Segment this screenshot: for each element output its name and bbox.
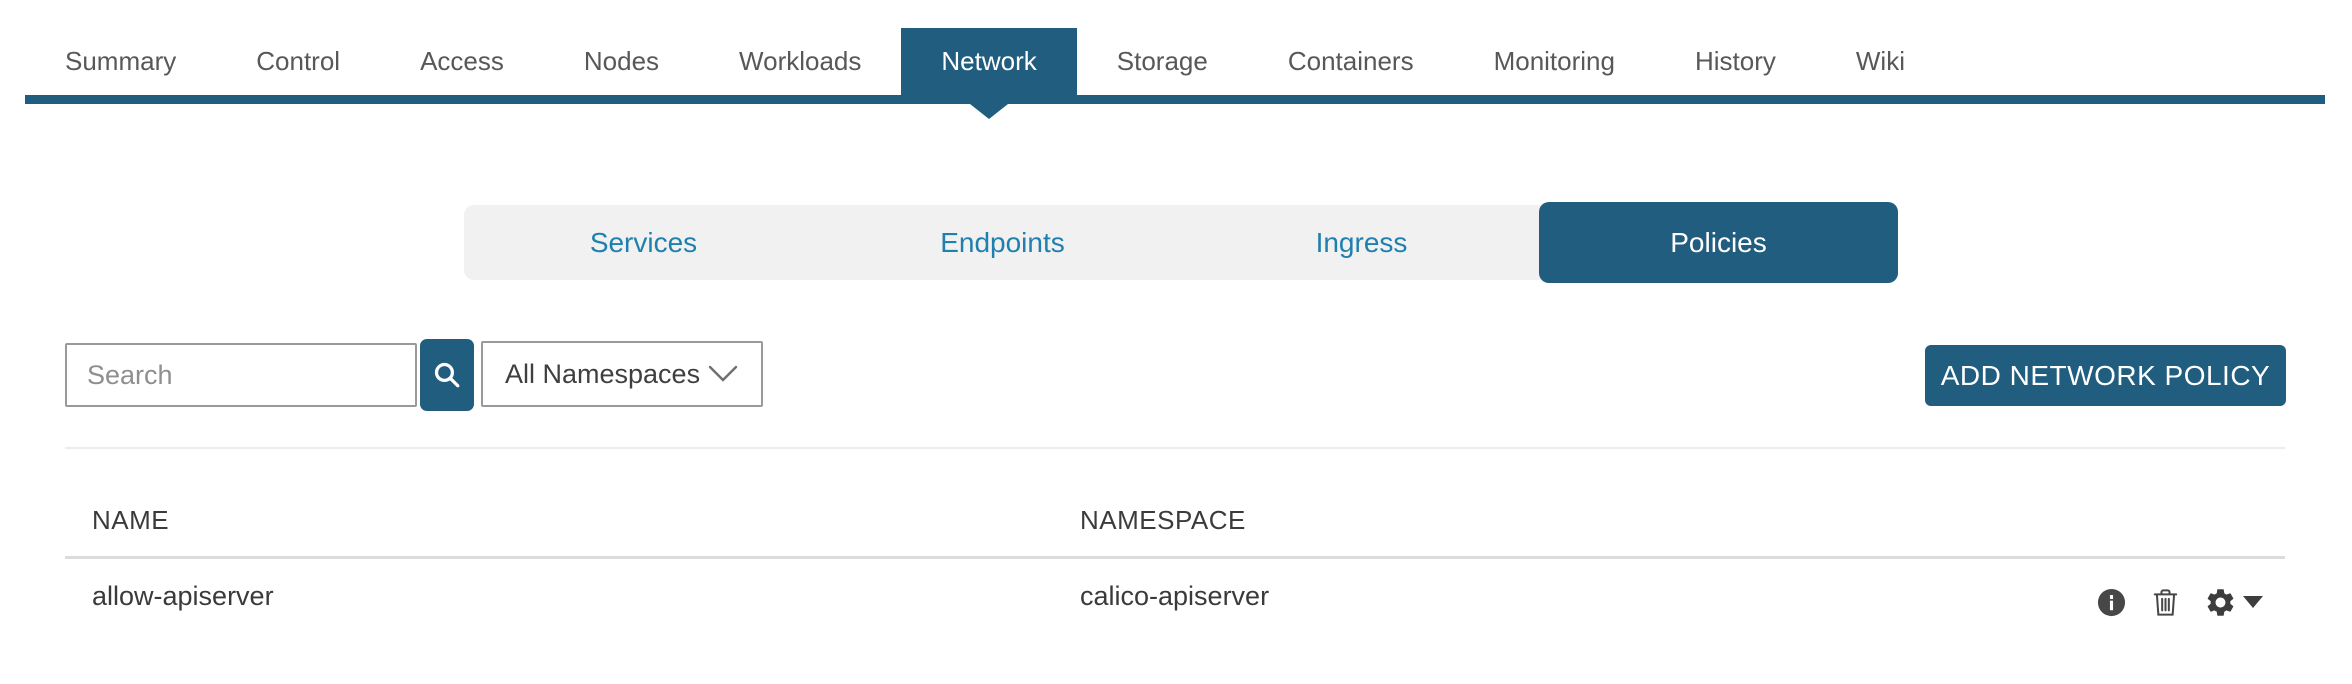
table-top-divider: [65, 447, 2285, 449]
network-subnav: Services Endpoints Ingress Policies: [464, 202, 1898, 283]
tab-containers[interactable]: Containers: [1287, 46, 1414, 76]
subtab-endpoints[interactable]: Endpoints: [940, 226, 1065, 258]
magnifier-icon: [430, 358, 464, 392]
column-header-namespace[interactable]: NAMESPACE: [1080, 505, 1246, 535]
column-header-name[interactable]: NAME: [92, 505, 170, 535]
info-icon[interactable]: [2096, 587, 2127, 618]
namespace-select[interactable]: All Namespaces: [481, 341, 763, 407]
policy-name-cell: allow-apiserver: [92, 581, 274, 611]
tab-history[interactable]: History: [1694, 46, 1776, 76]
gear-icon: [2204, 586, 2237, 619]
tab-summary[interactable]: Summary: [65, 46, 177, 76]
tab-monitoring[interactable]: Monitoring: [1493, 46, 1615, 76]
trash-icon[interactable]: [2151, 587, 2180, 618]
policy-namespace-cell: calico-apiserver: [1080, 581, 1270, 611]
table-header-divider: [65, 556, 2285, 559]
tab-storage[interactable]: Storage: [1116, 46, 1208, 76]
chevron-down-icon: [707, 364, 739, 384]
tab-network[interactable]: Network: [901, 28, 1077, 95]
row-menu[interactable]: [2204, 586, 2263, 619]
tab-wiki[interactable]: Wiki: [1855, 46, 1905, 76]
tab-control[interactable]: Control: [256, 46, 341, 76]
tab-access[interactable]: Access: [420, 46, 504, 76]
search-input[interactable]: [65, 343, 417, 407]
row-actions: [2096, 586, 2263, 619]
tab-workloads[interactable]: Workloads: [739, 46, 862, 76]
search-button[interactable]: [420, 339, 474, 411]
subtab-ingress[interactable]: Ingress: [1315, 226, 1408, 258]
subtab-policies[interactable]: Policies: [1539, 202, 1898, 283]
tab-nodes[interactable]: Nodes: [583, 46, 660, 76]
top-nav-underline: [25, 95, 2325, 104]
namespace-select-value: All Namespaces: [505, 358, 701, 389]
subtab-services[interactable]: Services: [589, 226, 698, 258]
caret-down-icon: [2243, 596, 2263, 609]
top-nav: Summary Control Access Nodes Workloads N…: [25, 28, 1945, 95]
add-network-policy-button[interactable]: ADD NETWORK POLICY: [1925, 345, 2286, 406]
